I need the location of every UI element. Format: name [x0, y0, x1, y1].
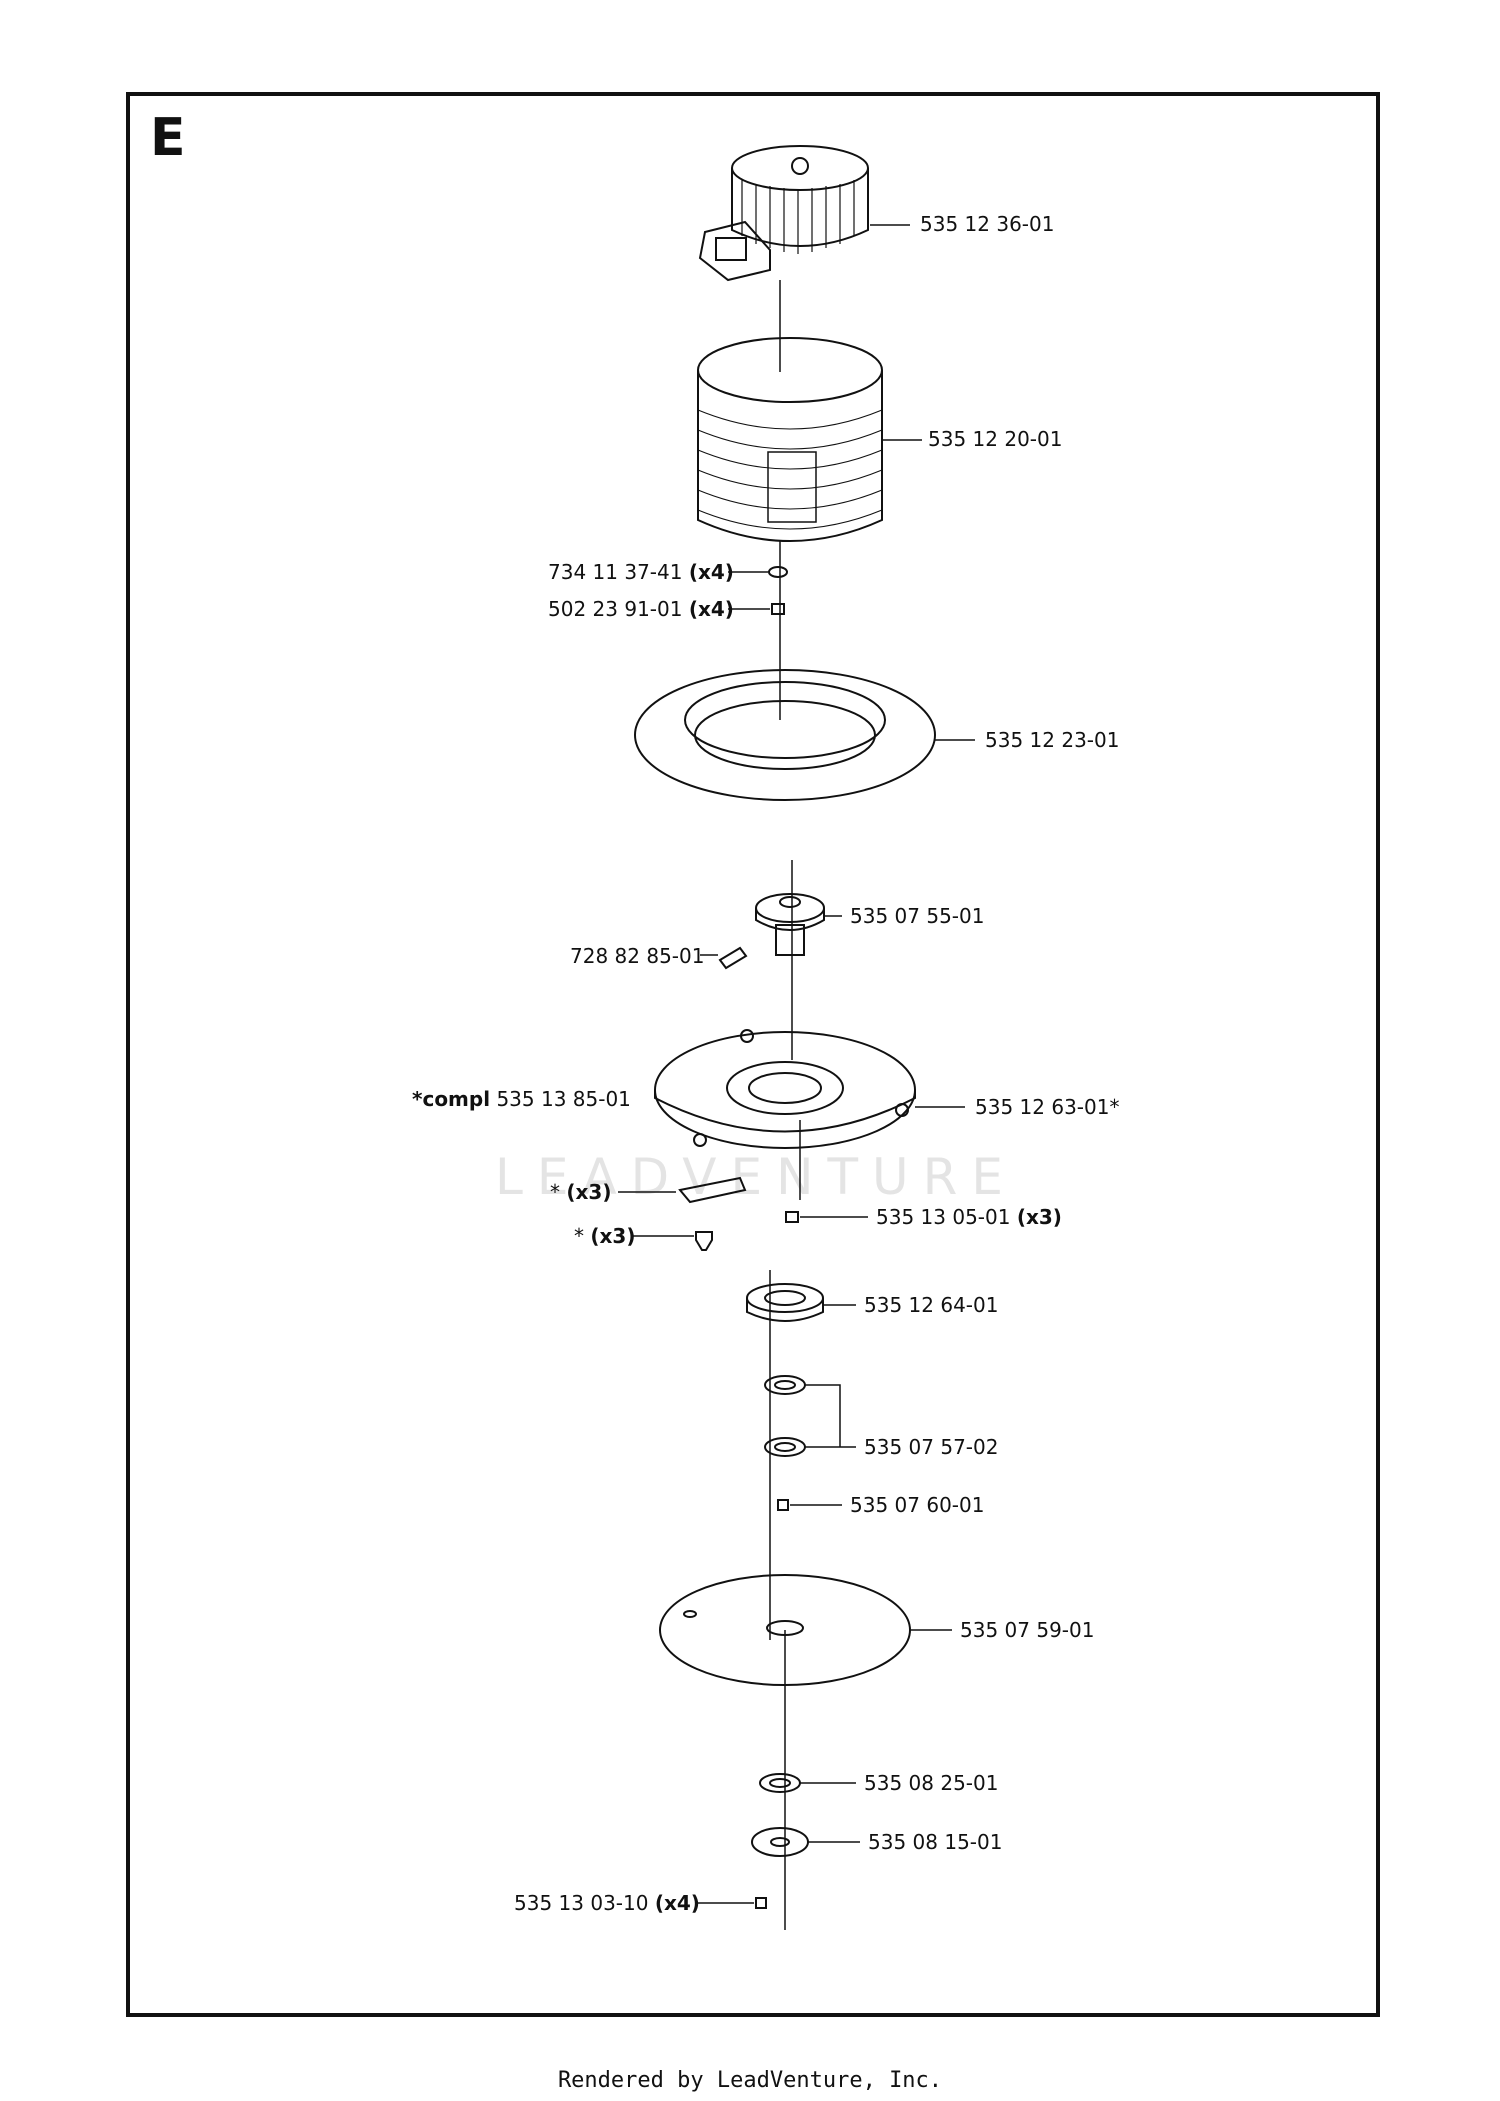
part-label-535-08-15-01: 535 08 15-01: [868, 1830, 1002, 1854]
part-label-535-07-60-01: 535 07 60-01: [850, 1493, 984, 1517]
part-number: 535 12 63-01*: [975, 1095, 1120, 1119]
part-label-535-12-36-01: 535 12 36-01: [920, 212, 1054, 236]
part-label-535-07-55-01: 535 07 55-01: [850, 904, 984, 928]
part-label-728-82-85-01: 728 82 85-01: [570, 944, 704, 968]
part-number: 535 12 23-01: [985, 728, 1120, 752]
quantity: (x4): [654, 1891, 700, 1915]
quantity: (x4): [688, 597, 734, 621]
part-label-blade-asterisk: * (x3): [550, 1180, 611, 1204]
part-number: 535 13 05-01: [876, 1205, 1011, 1229]
watermark: LEADVENTURE: [495, 1148, 1017, 1206]
part-number: 535 12 20-01: [928, 427, 1063, 451]
part-number: 535 07 60-01: [850, 1493, 985, 1517]
part-label-compl-535-13-85-01: *compl 535 13 85-01: [412, 1087, 631, 1111]
bottom-plate-part: [659, 1574, 952, 1686]
part-label-535-13-03-10: 535 13 03-10 (x4): [514, 1891, 700, 1915]
part-number: 535 12 36-01: [920, 212, 1055, 236]
housing-part: [697, 337, 922, 542]
bearing-part: [746, 1283, 856, 1322]
part-label-535-12-64-01: 535 12 64-01: [864, 1293, 998, 1317]
part-number: 535 07 55-01: [850, 904, 985, 928]
quantity: (x3): [590, 1224, 636, 1248]
compl-prefix: *compl: [412, 1087, 491, 1111]
part-number: 728 82 85-01: [570, 944, 705, 968]
part-number: *: [550, 1180, 560, 1204]
part-label-535-07-57-02: 535 07 57-02: [864, 1435, 998, 1459]
part-number: 535 13 03-10: [514, 1891, 649, 1915]
part-number: 535 08 15-01: [868, 1830, 1003, 1854]
section-letter: E: [150, 108, 186, 168]
part-label-502-23-91-01: 502 23 91-01 (x4): [548, 597, 734, 621]
part-number: 535 12 64-01: [864, 1293, 999, 1317]
diagram-frame: [126, 92, 1380, 2017]
quantity: (x4): [688, 560, 734, 584]
quantity: (x3): [1016, 1205, 1062, 1229]
ring-part: [634, 669, 975, 801]
part-number: 535 08 25-01: [864, 1771, 999, 1795]
part-number: 535 07 57-02: [864, 1435, 999, 1459]
hub-part: [755, 893, 842, 956]
part-number: *: [574, 1224, 584, 1248]
blade-disc-part: [654, 1029, 965, 1149]
part-number: 535 13 85-01: [496, 1087, 631, 1111]
footer-credit: Rendered by LeadVenture, Inc.: [557, 2068, 943, 2093]
part-label-535-12-63-01: 535 12 63-01*: [975, 1095, 1119, 1119]
quantity: (x3): [566, 1180, 612, 1204]
part-number: 535 07 59-01: [960, 1618, 1095, 1642]
part-label-535-13-05-01: 535 13 05-01 (x3): [876, 1205, 1062, 1229]
part-number: 734 11 37-41: [548, 560, 683, 584]
part-label-screw-asterisk: * (x3): [574, 1224, 635, 1248]
part-label-535-12-20-01: 535 12 20-01: [928, 427, 1062, 451]
part-label-535-07-59-01: 535 07 59-01: [960, 1618, 1094, 1642]
part-label-734-11-37-41: 734 11 37-41 (x4): [548, 560, 734, 584]
part-label-535-08-25-01: 535 08 25-01: [864, 1771, 998, 1795]
motor-part: [698, 145, 910, 282]
part-number: 502 23 91-01: [548, 597, 683, 621]
part-label-535-12-23-01: 535 12 23-01: [985, 728, 1119, 752]
